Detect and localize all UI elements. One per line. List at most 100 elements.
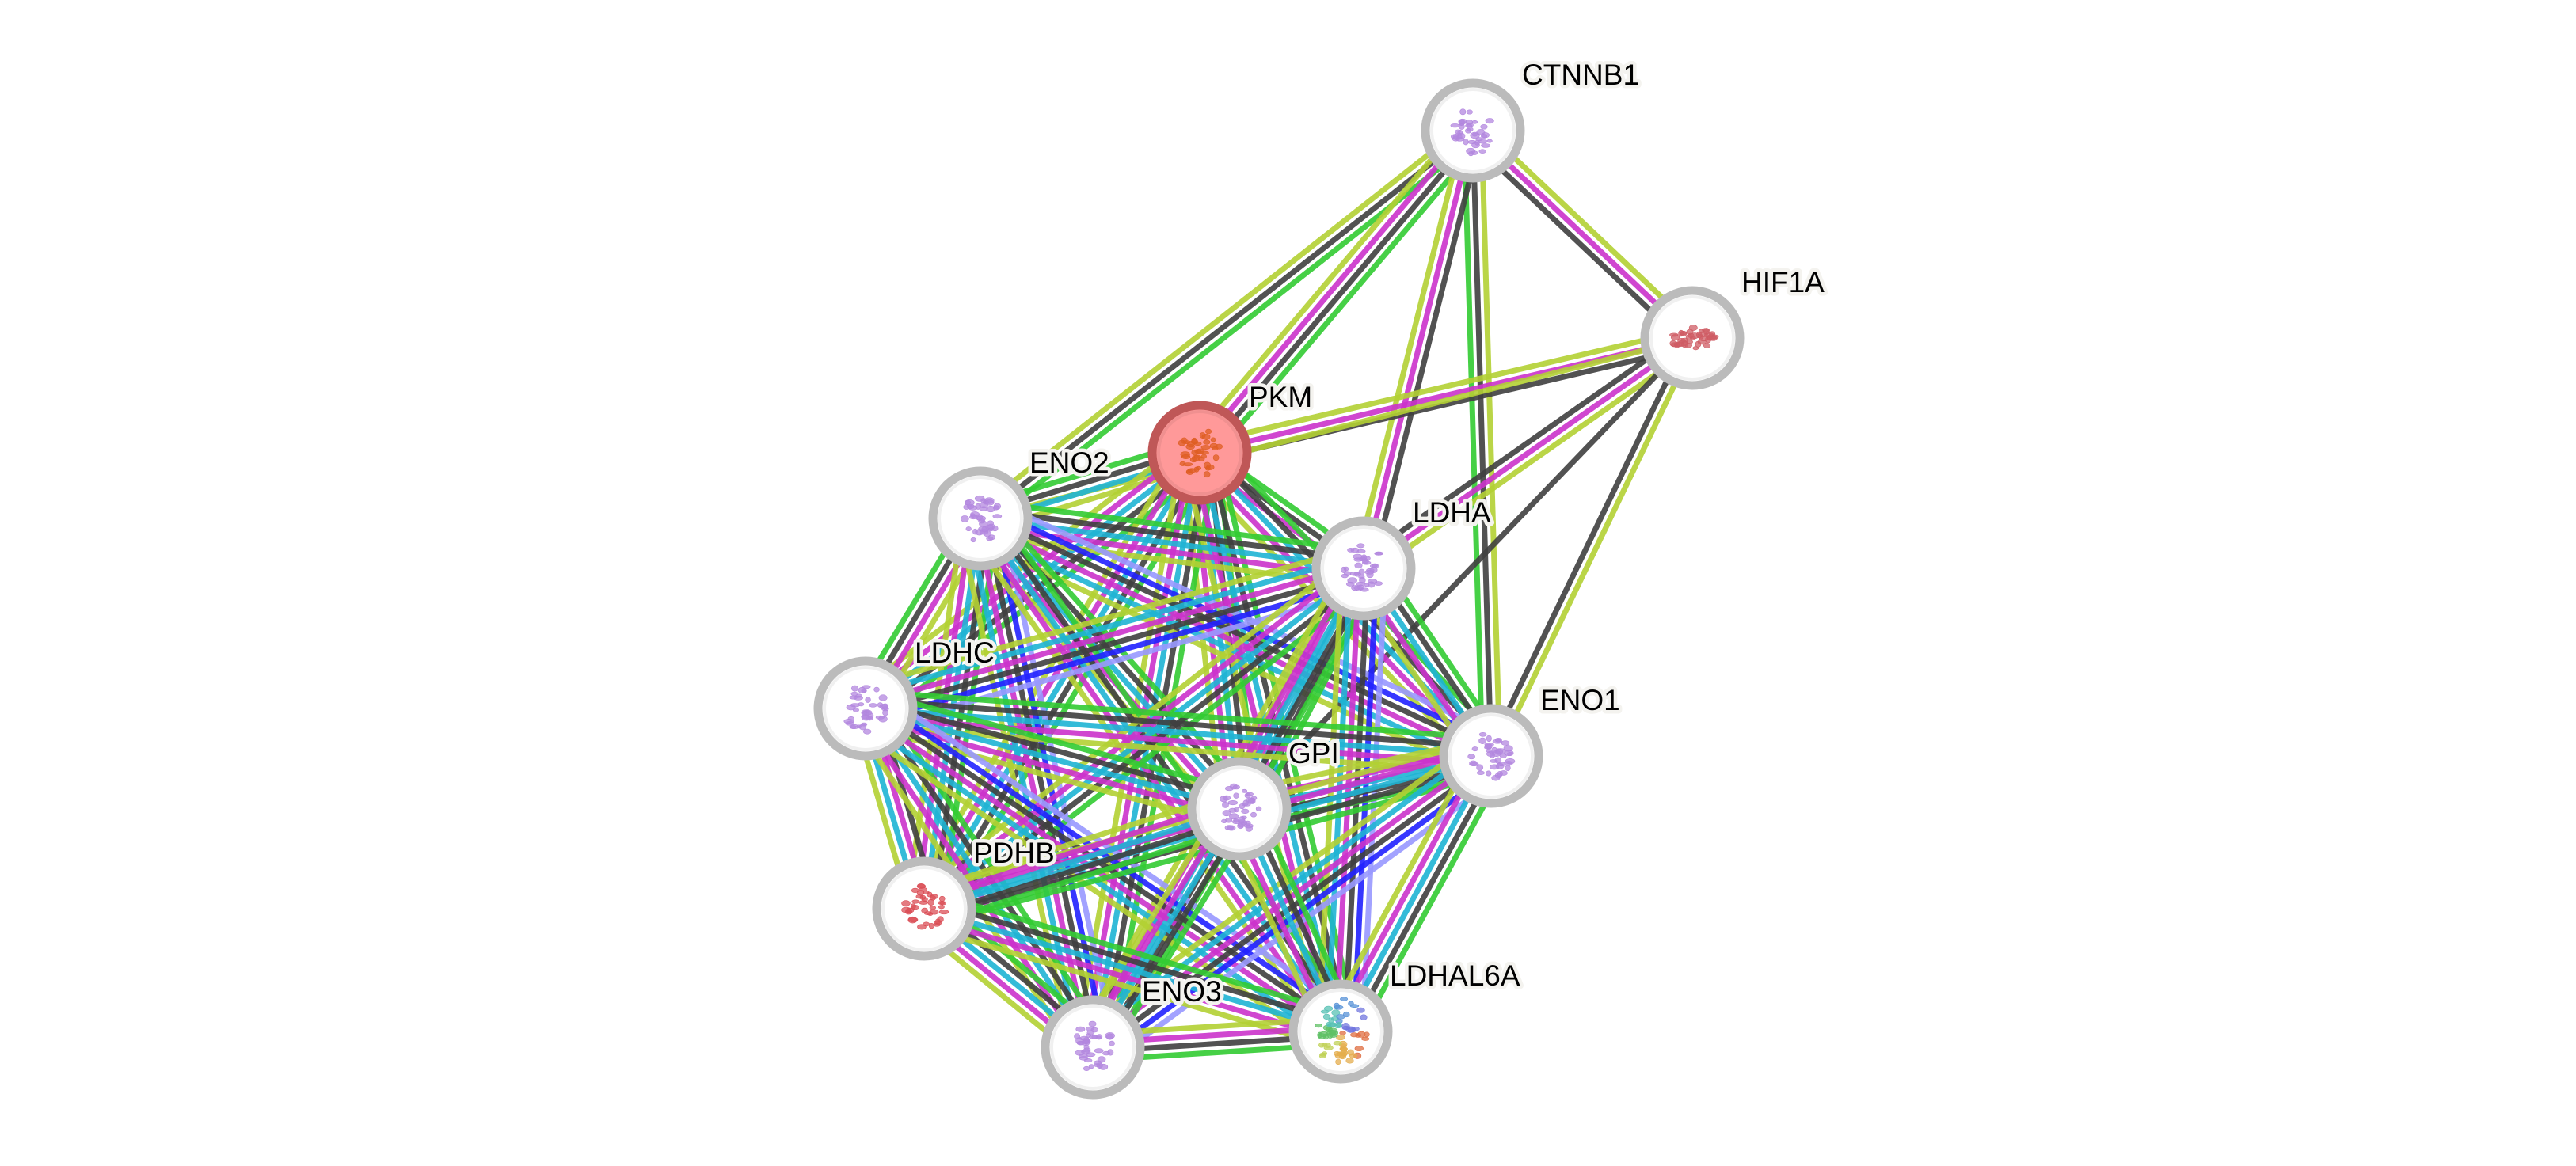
structure-helix [901,900,911,906]
structure-helix [1459,108,1467,116]
structure-helix [1222,810,1231,817]
node-eno3[interactable]: ENO3 [1041,972,1225,1100]
node-label: PDHB [973,837,1055,869]
structure-helix [970,537,976,543]
node-pdhb[interactable]: PDHB [872,834,1058,961]
structure-helix [1349,572,1360,576]
edge-ldha-ldhc[interactable] [858,545,1371,732]
structure-helix [882,709,888,716]
structure-helix [1075,1026,1086,1032]
edge-evidence-coexpression [1200,131,1478,458]
node-gpi[interactable]: GPI [1187,734,1342,861]
node-label: LDHAL6A [1390,959,1520,992]
structure-helix [1360,1014,1368,1020]
node-circle[interactable] [1187,757,1292,861]
structure-helix [1670,334,1680,341]
protein-structure-icon [1315,997,1370,1065]
structure-helix [986,505,995,513]
edge-eno1-ldhal6a[interactable] [1322,746,1509,1042]
structure-helix [1466,109,1473,115]
structure-helix [1486,735,1492,743]
structure-helix [1315,1023,1322,1028]
node-ldhc[interactable]: LDHC [813,633,998,761]
node-circle[interactable] [1041,995,1145,1100]
structure-helix [1469,762,1479,767]
structure-helix [850,685,859,692]
structure-helix [1196,448,1205,454]
structure-helix [1353,557,1364,562]
edge-evidence-neighborhood [866,688,1493,742]
node-label: ENO2 [1029,446,1109,479]
edge-evidence-neighborhood [928,889,1347,1018]
node-eno2[interactable]: ENO2 [928,443,1113,571]
edge-hif1a-ldha[interactable] [1356,329,1699,578]
edge-evidence-coexpression [1470,130,1494,757]
node-label: ENO1 [1540,684,1620,716]
structure-helix [1465,123,1473,128]
edge-evidence-experiments [1334,568,1363,1031]
structure-helix [916,883,927,889]
structure-helix [1320,1009,1330,1014]
structure-helix [1317,1033,1326,1039]
edge-evidence-coexpression [1237,336,1695,811]
edge-evidence-database [861,553,1361,699]
node-label: CTNNB1 [1522,59,1639,91]
node-ldhal6a[interactable]: LDHAL6A [1288,956,1524,1084]
structure-helix [1093,1063,1101,1067]
node-label: LDHA [1413,496,1491,529]
edge-evidence-experiments [863,561,1364,708]
node-eno1[interactable]: ENO1 [1439,681,1623,808]
edge-evidence-neighborhood [869,689,1245,796]
structure-helix [1484,743,1491,750]
structure-helix [1250,811,1258,818]
node-hif1a[interactable]: HIF1A [1640,263,1828,390]
structure-helix [1322,1013,1330,1020]
node-ldha[interactable]: LDHA [1311,493,1495,621]
edge-hif1a-gpi[interactable] [1237,336,1695,811]
edge-ctnnb1-pkm[interactable] [1187,120,1486,463]
structure-helix [993,503,1002,510]
node-pkm[interactable]: PKM [1147,378,1316,505]
edge-evidence-experiments [1194,126,1472,452]
protein-structure-icon [1220,783,1262,832]
edge-hif1a-eno1[interactable] [1484,335,1699,759]
edge-evidence-textmining [973,121,1470,515]
structure-helix [1200,445,1211,450]
protein-structure-icon [1178,428,1223,478]
structure-helix [968,505,978,511]
structure-helix [1340,997,1349,1001]
structure-helix [862,728,872,735]
edge-evidence-coexpression [926,898,1345,1026]
structure-helix [1210,437,1216,442]
structure-helix [911,904,919,910]
node-inner-shadow [1197,766,1282,852]
structure-helix [1356,543,1365,549]
structure-helix [1489,759,1498,763]
structure-helix [1450,123,1460,128]
edge-evidence-textmining [911,552,1355,898]
node-circle[interactable] [813,656,918,761]
edge-evidence-textmining [1187,120,1466,446]
structure-helix [1491,746,1497,754]
edge-ctnnb1-eno1[interactable] [1461,130,1503,757]
structure-helix [938,905,945,910]
structure-helix [1486,770,1492,777]
edge-pdhb-ldhal6a[interactable] [918,889,1347,1051]
edge-evidence-neighborhood [1207,137,1486,463]
structure-helix [1222,802,1229,808]
structure-helix [1361,560,1372,565]
node-inner-shadow [1430,88,1516,173]
structure-helix [1339,1046,1348,1051]
structure-helix [1499,753,1507,758]
node-circle[interactable] [1311,516,1416,621]
edge-evidence-experiments [920,914,1339,1043]
edge-ctnnb1-ldha[interactable] [1352,127,1485,572]
structure-helix [1359,576,1366,584]
edge-evidence-coexpression [866,569,1366,716]
structure-helix [1327,1022,1337,1027]
structure-helix [1242,799,1249,807]
protein-structure-icon [1074,1020,1115,1071]
structure-helix [1094,1048,1104,1054]
node-ctnnb1[interactable]: CTNNB1 [1421,55,1643,183]
structure-helix [1227,825,1236,831]
